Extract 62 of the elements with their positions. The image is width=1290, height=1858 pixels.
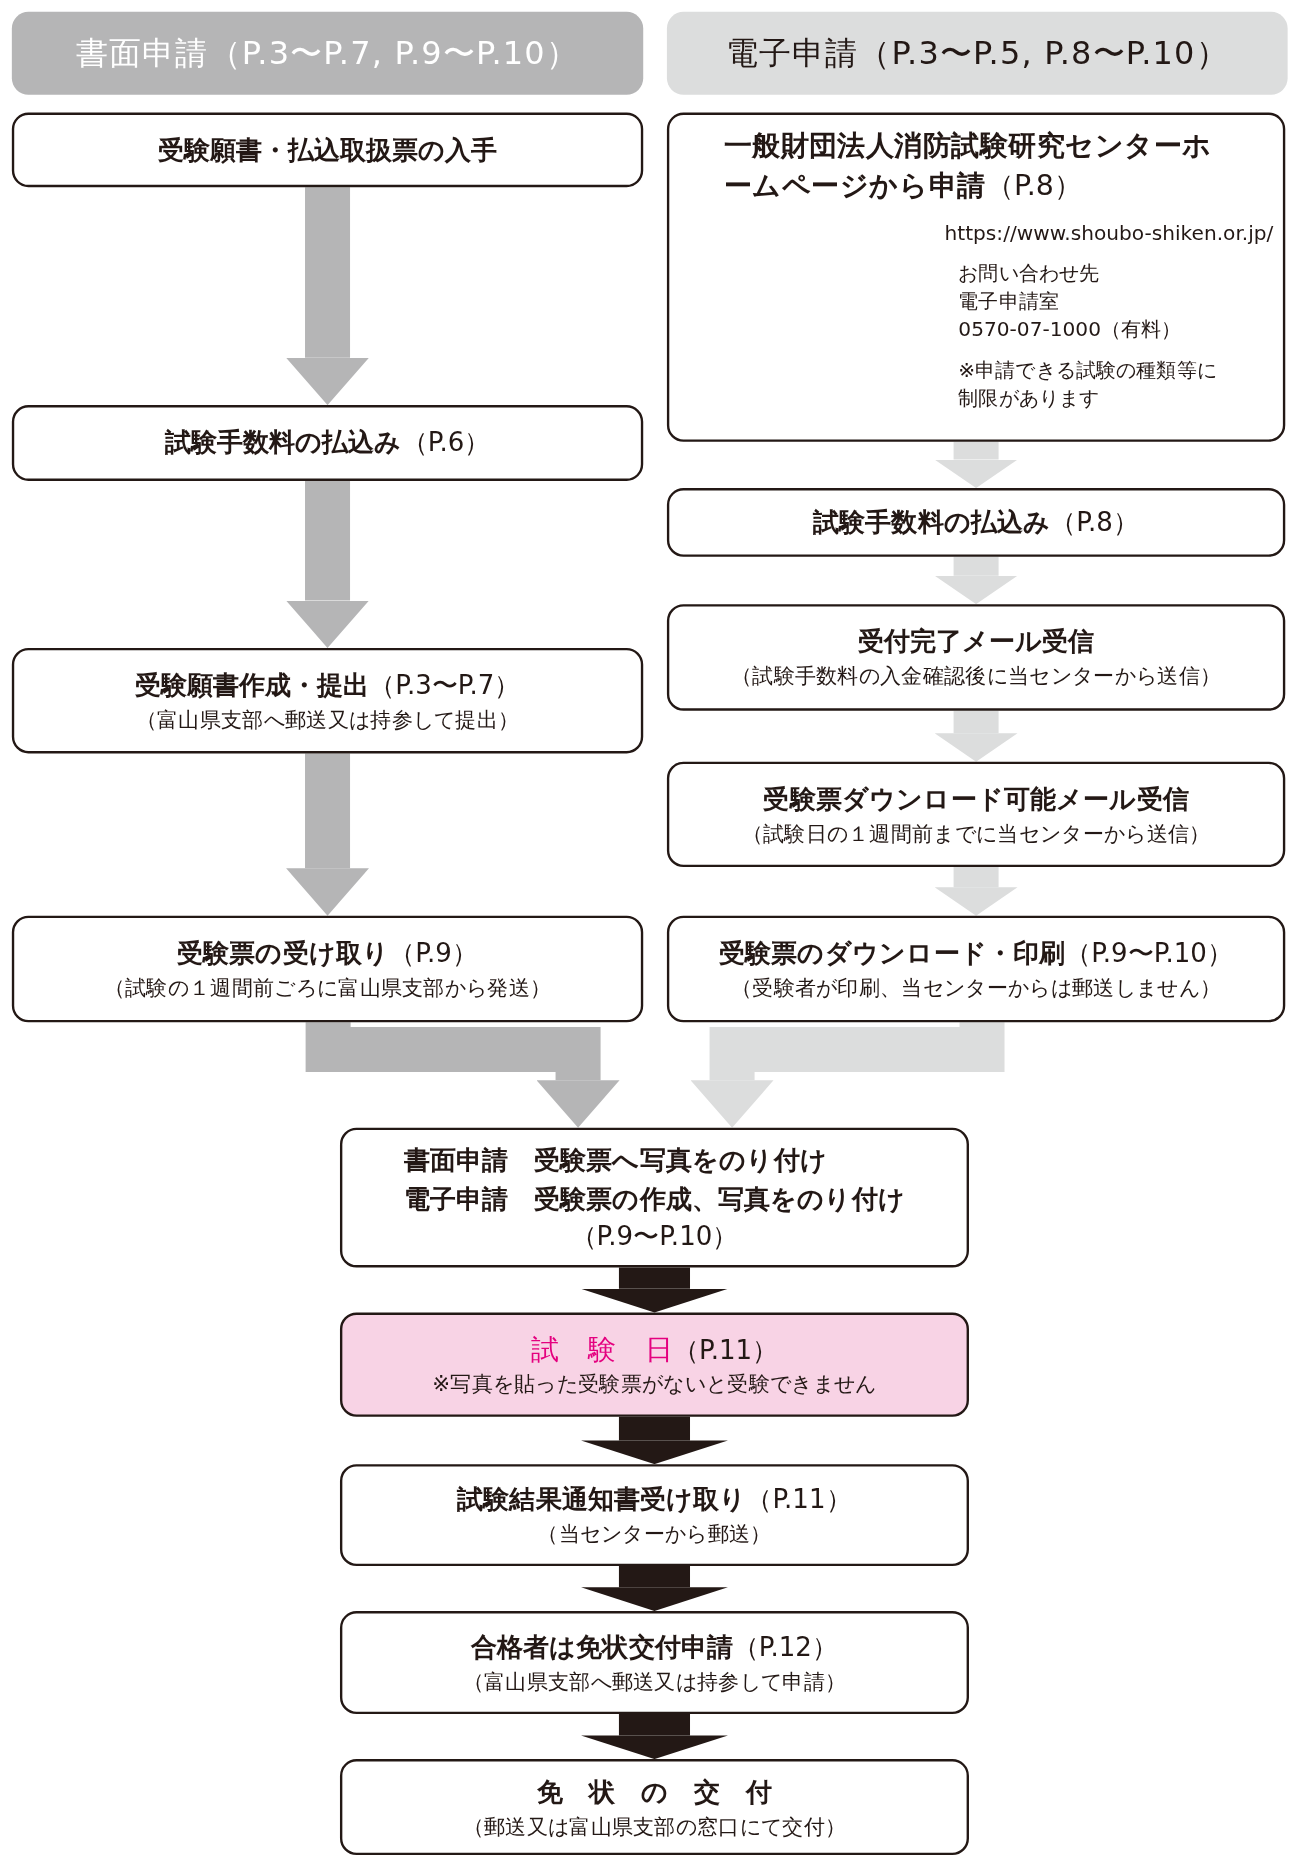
header-text: 書面申請（P.3〜P.7, P.9〜P.10）	[76, 33, 580, 74]
process-box	[339, 1464, 969, 1566]
process-box	[666, 761, 1286, 868]
step-note: （当センターから郵送）	[537, 1520, 772, 1549]
process-box	[11, 112, 644, 188]
step-note: （富山県支部へ郵送又は持参して申請）	[462, 1667, 847, 1696]
step-note: （富山県支部へ郵送又は持参して提出）	[135, 706, 520, 734]
arrow	[581, 1416, 728, 1465]
step-note: （試験手数料の入金確認後に当センターから送信）	[730, 662, 1222, 691]
step-title: 試験結果通知書受け取り（P.11）	[457, 1483, 852, 1517]
highlight-box	[339, 1312, 969, 1417]
step-title: 試験手数料の払込み（P.6）	[164, 426, 491, 460]
process-box	[11, 915, 644, 1023]
step-title: 試 験 日	[530, 1332, 673, 1369]
step-title: 受験票の受け取り（P.9）	[177, 937, 478, 971]
step-title: 一般財団法人消防試験研究センターホームページから申請（P.8）	[723, 128, 1213, 205]
process-box	[339, 1127, 969, 1268]
step-note: （受験者が印刷、当センターからは郵送しません）	[730, 974, 1222, 1003]
process-box	[339, 1611, 969, 1715]
arrow	[690, 1022, 1005, 1128]
arrow	[934, 556, 1018, 605]
step-note: （試験の１週間前ごろに富山県支部から発送）	[103, 974, 552, 1003]
step-title: 受験願書作成・提出（P.3〜P.7）	[134, 669, 521, 703]
arrow	[581, 1714, 728, 1760]
page-ref: （P.11）	[672, 1334, 779, 1368]
arrow	[581, 1267, 728, 1313]
process-box	[11, 647, 644, 754]
arrow	[305, 1022, 620, 1128]
step-title: 免 状 の 交 付	[536, 1775, 773, 1809]
info-box	[666, 112, 1286, 442]
step-note: （郵送又は富山県支部の窓口にて交付）	[462, 1812, 847, 1841]
arrow	[286, 753, 369, 916]
contact-text: 電子申請室	[958, 288, 1060, 315]
step-title: 試験手数料の払込み（P.8）	[813, 506, 1139, 539]
process-box	[666, 488, 1286, 557]
step-title: 受験願書・払込取扱票の入手	[157, 133, 498, 167]
step-note: ※写真を貼った受験票がないと受験できません	[432, 1370, 877, 1398]
arrow	[934, 441, 1018, 489]
header-tab	[666, 11, 1288, 95]
step-title: 受付完了メール受信	[857, 626, 1095, 659]
process-text: 電子申請 受験票の作成、写真をのり付け	[403, 1183, 905, 1217]
header-tab	[11, 11, 644, 95]
contact-text: 0570-07-1000（有料）	[958, 316, 1183, 344]
process-text: 書面申請 受験票へ写真をのり付け	[403, 1144, 828, 1178]
process-box	[666, 915, 1286, 1023]
step-title: 合格者は免状交付申請（P.12）	[470, 1631, 838, 1664]
process-box	[339, 1759, 969, 1856]
url-text: https://www.shoubo-shiken.or.jp/	[944, 221, 1274, 246]
process-box	[11, 405, 644, 481]
arrow	[286, 187, 369, 406]
arrow	[286, 480, 369, 648]
contact-text: お問い合わせ先	[958, 259, 1101, 287]
arrow	[934, 710, 1018, 762]
note-text: ※申請できる試験の種類等に制限があります	[958, 356, 1218, 412]
process-box	[666, 604, 1286, 711]
step-title: 受験票ダウンロード可能メール受信	[763, 783, 1189, 816]
step-note: （試験日の１週間前までに当センターから送信）	[741, 819, 1211, 848]
process-text: （P.9〜P.10）	[570, 1220, 739, 1253]
arrow	[934, 867, 1018, 916]
header-text: 電子申請（P.3〜P.5, P.8〜P.10）	[725, 33, 1229, 74]
step-title: 受験票のダウンロード・印刷（P.9〜P.10）	[719, 937, 1233, 971]
arrow	[581, 1566, 728, 1611]
